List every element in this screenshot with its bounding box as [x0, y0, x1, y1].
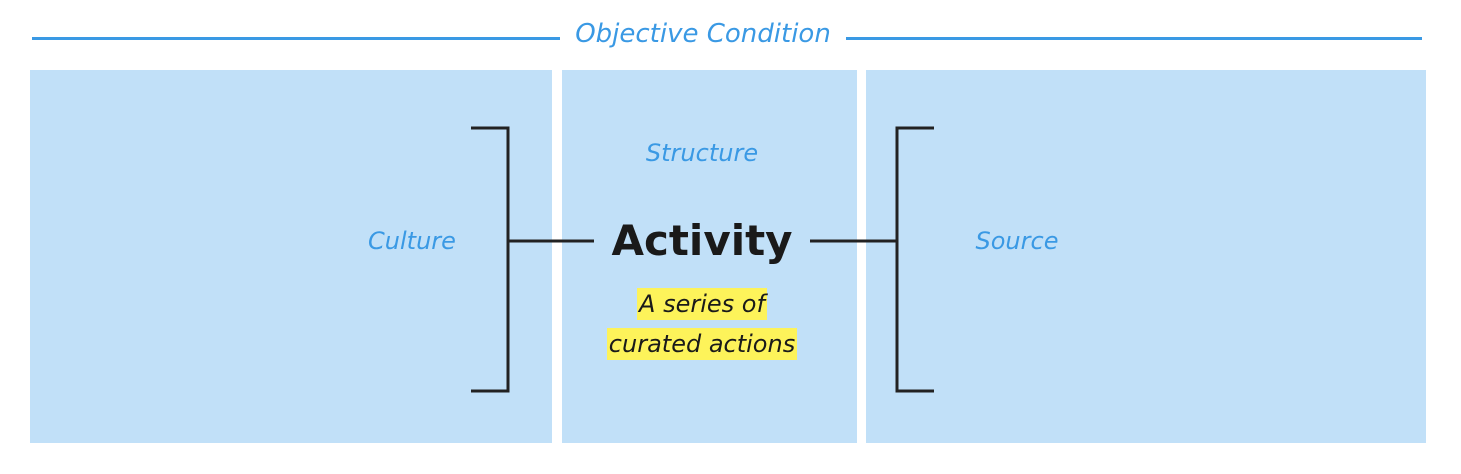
- panel-left: [30, 70, 552, 443]
- activity-subtitle-line2: curated actions: [606, 328, 798, 360]
- activity-subtitle-line1: A series of: [637, 288, 767, 320]
- header-rule-right: [846, 37, 1422, 40]
- header-title: Objective Condition: [575, 19, 831, 49]
- panel-center: [562, 70, 857, 443]
- activity-title: Activity: [611, 216, 793, 265]
- panel-right: [866, 70, 1426, 443]
- source-label: Source: [975, 227, 1059, 255]
- left-bracket: [471, 126, 510, 393]
- right-bracket: [895, 126, 934, 393]
- activity-subtitle: A series of curated actions: [580, 284, 824, 364]
- header-rule-left: [32, 37, 560, 40]
- culture-label: Culture: [368, 227, 456, 255]
- structure-label: Structure: [645, 139, 759, 167]
